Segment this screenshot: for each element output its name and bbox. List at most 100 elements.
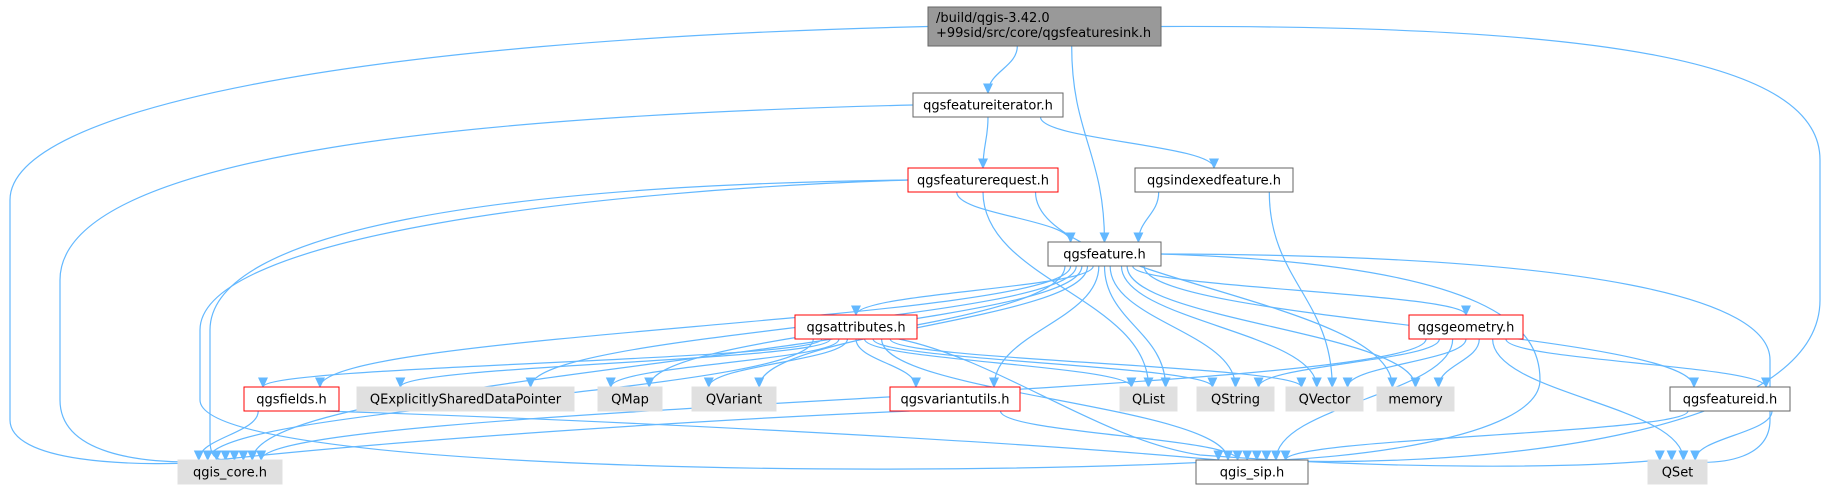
edge-line bbox=[1268, 191, 1333, 388]
edge-line bbox=[1160, 253, 1541, 461]
node-label: QString bbox=[1211, 393, 1260, 408]
edge-line bbox=[708, 338, 849, 388]
node-sip[interactable]: qgis_sip.h bbox=[1195, 459, 1309, 485]
node-box bbox=[1285, 386, 1364, 412]
edge-line bbox=[758, 265, 1089, 388]
node-varutil[interactable]: qgsvariantutils.h bbox=[889, 386, 1021, 412]
edge-line bbox=[863, 338, 1132, 388]
node-attr[interactable]: qgsattributes.h bbox=[794, 314, 918, 340]
edge-geom-to-sip bbox=[1271, 338, 1454, 462]
edge-arrowhead bbox=[978, 158, 988, 170]
node-qvector[interactable]: QVector bbox=[1285, 386, 1364, 412]
edge-line bbox=[262, 338, 823, 388]
edge-arrowhead bbox=[911, 377, 921, 389]
node-qstring[interactable]: QString bbox=[1196, 386, 1275, 412]
edge-geom-to-qstring bbox=[1253, 338, 1440, 389]
edge-arrowhead bbox=[1251, 450, 1262, 462]
edge-line bbox=[999, 410, 1239, 461]
node-qmap[interactable]: QMap bbox=[597, 386, 663, 412]
node-feat[interactable]: qgsfeature.h bbox=[1047, 241, 1162, 267]
node-label: QVector bbox=[1299, 393, 1351, 408]
edge-attr-to-qmap bbox=[605, 338, 840, 389]
edge-feat-to-qset bbox=[1160, 253, 1771, 463]
edge-idx-to-qvector bbox=[1268, 191, 1338, 389]
edge-arrowhead bbox=[229, 450, 240, 462]
edge-req-to-memory bbox=[1034, 191, 1398, 389]
node-label: QSet bbox=[1662, 466, 1694, 481]
node-box bbox=[912, 92, 1064, 118]
edge-arrowhead bbox=[1761, 377, 1771, 389]
node-box bbox=[1119, 386, 1178, 412]
node-idx[interactable]: qgsindexedfeature.h bbox=[1134, 167, 1294, 193]
edge-line bbox=[610, 338, 840, 388]
node-box bbox=[597, 386, 663, 412]
node-label: /build/qgis-3.42.0+99sid/src/core/qgsfea… bbox=[936, 11, 1151, 41]
node-root[interactable]: /build/qgis-3.42.0+99sid/src/core/qgsfea… bbox=[927, 6, 1162, 47]
node-box bbox=[691, 386, 777, 412]
edge-line bbox=[889, 338, 1302, 388]
edge-arrowhead bbox=[202, 450, 213, 462]
edge-arrowhead bbox=[1209, 158, 1219, 170]
edge-arrowhead bbox=[395, 377, 406, 389]
node-memory[interactable]: memory bbox=[1376, 386, 1455, 412]
edge-varutil-to-core bbox=[211, 410, 910, 462]
edge-idx-to-feat bbox=[1133, 191, 1160, 244]
edge-arrowhead bbox=[1207, 377, 1218, 389]
edge-arrowhead bbox=[1099, 232, 1110, 244]
node-label: qgsfeatureid.h bbox=[1683, 393, 1777, 408]
edge-root-to-core bbox=[9, 25, 929, 465]
node-layer: /build/qgis-3.42.0+99sid/src/core/qgsfea… bbox=[177, 6, 1791, 485]
edge-arrowhead bbox=[1280, 450, 1291, 462]
edge-arrowhead bbox=[1433, 377, 1444, 389]
edge-line bbox=[1160, 253, 1771, 463]
node-box bbox=[907, 167, 1059, 193]
edge-line bbox=[881, 338, 1229, 461]
edge-arrowhead bbox=[238, 450, 249, 462]
edge-arrowhead bbox=[1213, 450, 1224, 462]
edge-varutil-to-sip bbox=[999, 410, 1243, 462]
node-iter[interactable]: qgsfeatureiterator.h bbox=[912, 92, 1064, 118]
edge-line bbox=[216, 410, 910, 461]
edge-geom-to-fid bbox=[1505, 338, 1771, 389]
node-fields[interactable]: qgsfields.h bbox=[243, 386, 340, 412]
edge-line bbox=[993, 265, 1100, 388]
edge-arrowhead bbox=[315, 377, 325, 389]
node-label: memory bbox=[1388, 393, 1443, 408]
node-fid[interactable]: qgsfeatureid.h bbox=[1669, 386, 1791, 412]
node-box bbox=[1376, 386, 1455, 412]
edge-feat-to-geom bbox=[1132, 265, 1471, 317]
node-label: qgsindexedfeature.h bbox=[1147, 174, 1281, 189]
node-box bbox=[889, 386, 1021, 412]
node-qesdp[interactable]: QExplicitlySharedDataPointer bbox=[356, 386, 575, 412]
edge-arrowhead bbox=[1342, 377, 1353, 389]
edge-attr-to-qvector bbox=[889, 338, 1307, 389]
node-label: QMap bbox=[611, 393, 649, 408]
edge-line bbox=[1034, 191, 1393, 388]
edge-layer bbox=[9, 25, 1821, 470]
node-box bbox=[1196, 386, 1275, 412]
edge-attr-to-qset bbox=[898, 338, 1665, 467]
node-label: QList bbox=[1132, 393, 1165, 408]
node-core[interactable]: qgis_core.h bbox=[177, 459, 283, 485]
edge-feat-to-memory bbox=[1126, 265, 1421, 389]
edge-line bbox=[1694, 410, 1773, 461]
node-geom[interactable]: qgsgeometry.h bbox=[1408, 314, 1524, 340]
node-req[interactable]: qgsfeaturerequest.h bbox=[907, 167, 1059, 193]
node-box bbox=[1669, 386, 1791, 412]
edge-feat-to-core bbox=[247, 265, 1066, 462]
edge-line bbox=[1492, 338, 1684, 461]
edge-arrowhead bbox=[1232, 450, 1243, 462]
edge-line bbox=[982, 191, 1150, 388]
node-qset[interactable]: QSet bbox=[1647, 459, 1708, 485]
edge-geom-to-qvector bbox=[1342, 338, 1467, 389]
node-box bbox=[1134, 167, 1294, 193]
node-label: qgsfeature.h bbox=[1063, 248, 1146, 263]
node-qvariant[interactable]: QVariant bbox=[691, 386, 777, 412]
node-box bbox=[1195, 459, 1309, 485]
edge-feat-to-qlist bbox=[1103, 265, 1171, 389]
edge-fields-to-core bbox=[193, 410, 259, 462]
edge-arrowhead bbox=[754, 377, 765, 389]
node-box bbox=[1647, 459, 1708, 485]
edge-arrowhead bbox=[220, 450, 231, 462]
node-qlist[interactable]: QList bbox=[1119, 386, 1178, 412]
